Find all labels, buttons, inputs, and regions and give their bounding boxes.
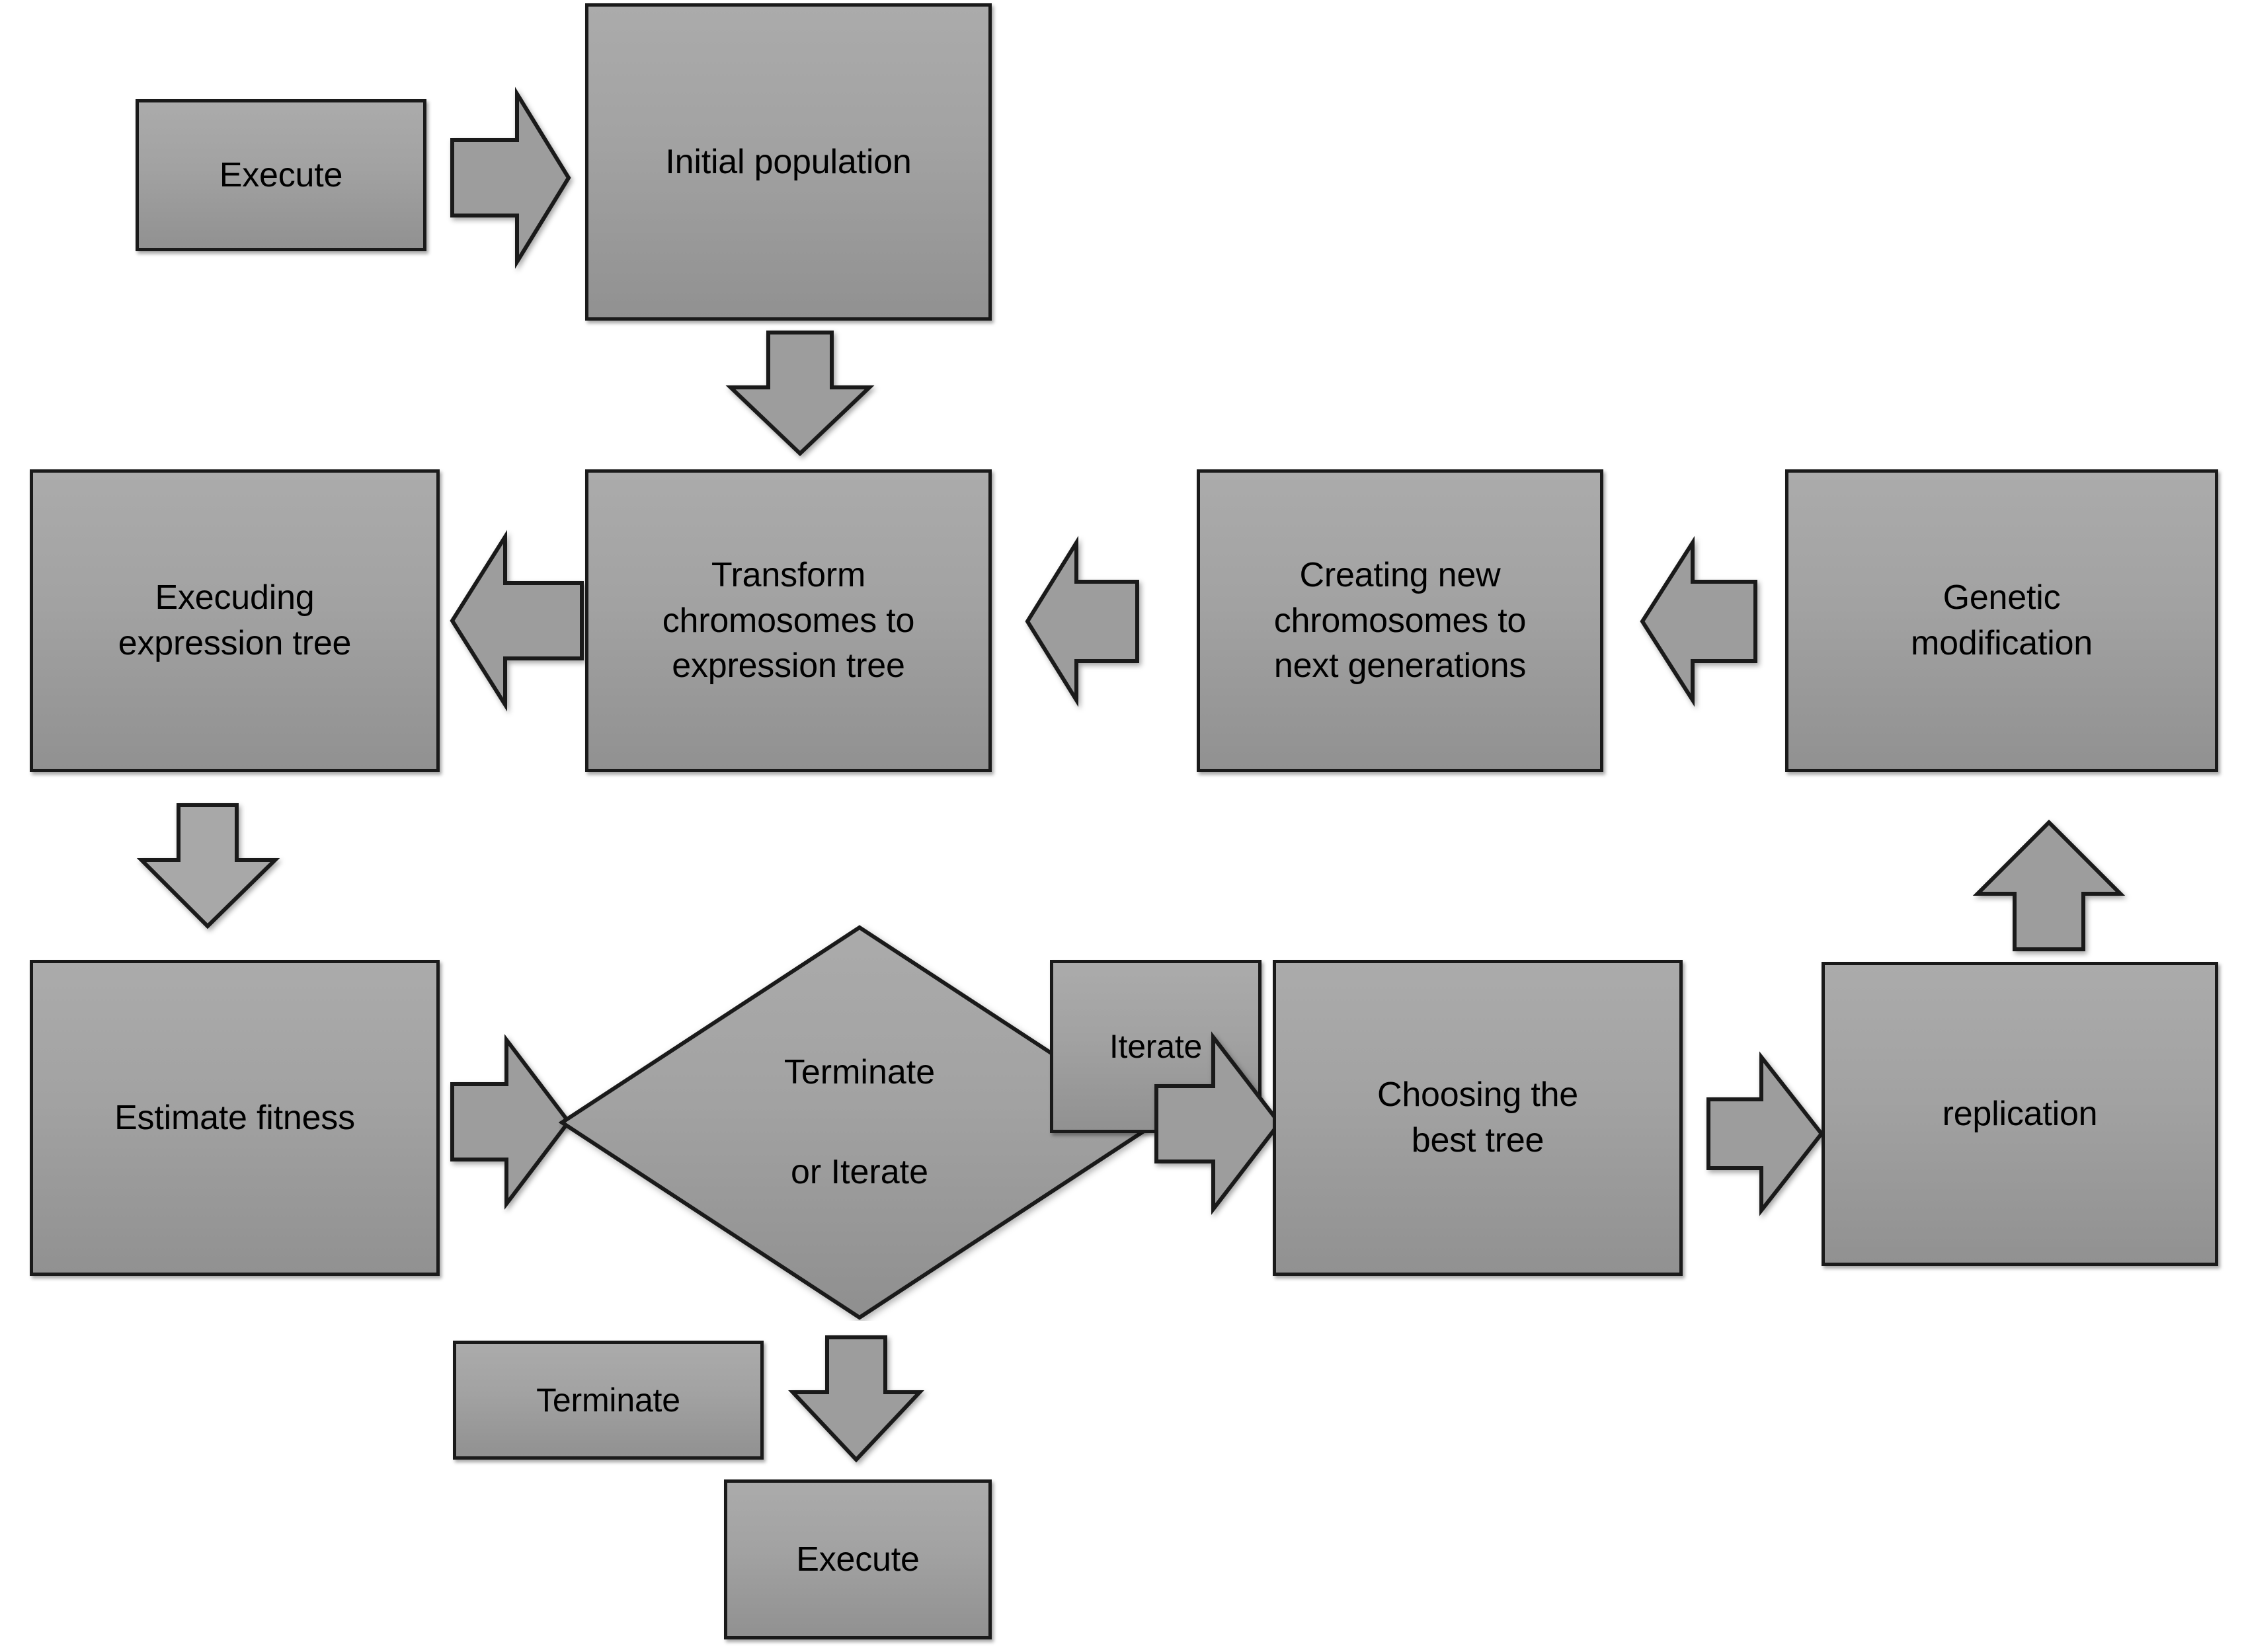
node-execute-end[interactable]: Execute: [724, 1479, 992, 1639]
node-label: Genetic modification: [1910, 578, 2093, 662]
arrow-executing-to-estimate-fitness: [136, 803, 280, 929]
node-executing-expression-tree[interactable]: Execuding expression tree: [30, 469, 440, 772]
node-label: Choosing the best tree: [1377, 1076, 1579, 1160]
arrow-decision-to-execute-end: [788, 1335, 924, 1463]
node-label: Estimate fitness: [114, 1098, 355, 1137]
arrow-initial-population-to-transform: [725, 331, 875, 457]
node-terminate-label[interactable]: Terminate: [453, 1341, 764, 1460]
node-initial-population[interactable]: Initial population: [585, 3, 992, 321]
node-label: Iterate: [1109, 1028, 1203, 1065]
arrow-estimate-fitness-to-decision: [450, 1034, 572, 1210]
arrow-execute-to-initial-population: [450, 87, 571, 269]
node-transform-chromosomes[interactable]: Transform chromosomes to expression tree: [585, 469, 992, 772]
node-label: Creating new chromosomes to next generat…: [1273, 556, 1527, 686]
arrow-creating-to-transform: [1025, 535, 1141, 707]
node-genetic-modification[interactable]: Genetic modification: [1785, 469, 2218, 772]
node-label: Execute: [219, 155, 343, 194]
node-choosing-best-tree[interactable]: Choosing the best tree: [1273, 960, 1683, 1276]
node-creating-new-chromosomes[interactable]: Creating new chromosomes to next generat…: [1197, 469, 1603, 772]
node-label: Initial population: [665, 142, 912, 181]
arrow-choosing-best-tree-to-replication: [1706, 1051, 1825, 1216]
arrow-genetic-modification-to-creating: [1640, 535, 1759, 707]
arrow-transform-to-executing: [450, 530, 585, 712]
node-label: Transform chromosomes to expression tree: [662, 556, 915, 686]
arrow-replication-to-genetic-modification: [1972, 819, 2126, 952]
arrow-decision-to-choosing-best-tree: [1154, 1031, 1283, 1215]
node-label: Execuding expression tree: [118, 578, 352, 662]
node-estimate-fitness[interactable]: Estimate fitness: [30, 960, 440, 1276]
node-label: replication: [1942, 1094, 2098, 1133]
node-label: Execute: [796, 1540, 920, 1579]
node-execute-start[interactable]: Execute: [136, 99, 426, 251]
node-label: Terminate: [536, 1382, 680, 1419]
node-replication[interactable]: replication: [1822, 962, 2218, 1266]
